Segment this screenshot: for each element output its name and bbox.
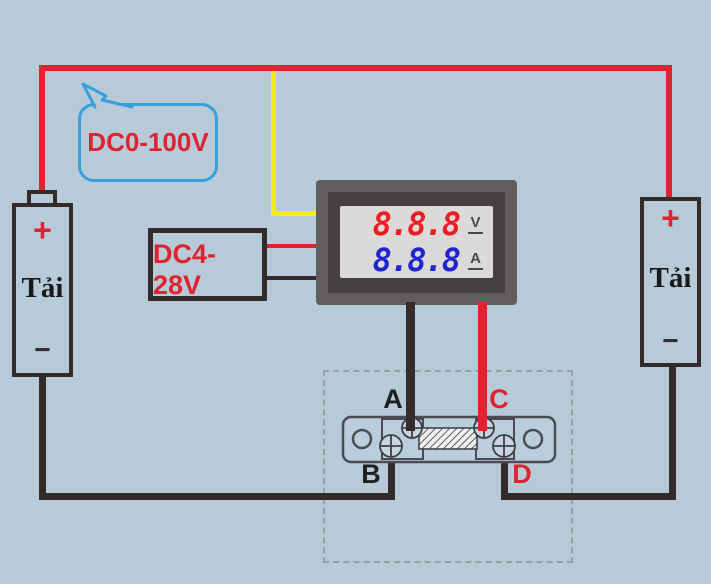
shunt-dashed-outline xyxy=(323,370,573,563)
right-load: + Tải − xyxy=(640,197,701,367)
callout-tail xyxy=(81,82,134,109)
shunt-hole-right xyxy=(522,428,544,450)
wire-black-bottom-left-run xyxy=(39,493,395,500)
wire-black-bottom-right-run xyxy=(501,493,676,500)
wire-yellow-sense-vertical xyxy=(271,71,276,214)
wire-black-meter-to-shunt-a xyxy=(406,302,415,431)
wire-red-positive-right-drop xyxy=(666,65,672,199)
wire-red-positive-top xyxy=(39,65,672,71)
voltage-range-callout: DC0-100V xyxy=(78,103,218,182)
wire-black-shunt-d-drop xyxy=(501,450,508,500)
amp-row: 8.8.8 A xyxy=(340,242,493,278)
terminal-label-a: A xyxy=(383,384,403,414)
wire-red-power-to-meter xyxy=(264,244,318,248)
amp-reading: 8.8.8 xyxy=(372,241,461,279)
right-load-label: Tải xyxy=(649,262,692,294)
wire-red-positive-left-drop xyxy=(39,65,45,194)
terminal-label-c: C xyxy=(489,384,509,414)
left-load-minus: − xyxy=(34,334,51,365)
volt-reading: 8.8.8 xyxy=(372,205,461,243)
right-load-minus: − xyxy=(662,325,679,356)
left-load-plus: + xyxy=(33,212,52,248)
left-load: + Tải − xyxy=(12,203,73,377)
left-load-label: Tải xyxy=(21,272,64,304)
terminal-label-d: D xyxy=(512,459,532,489)
amp-unit-label: A xyxy=(468,250,483,270)
voltage-range-label: DC0-100V xyxy=(87,127,209,157)
volt-amp-meter: 8.8.8 V 8.8.8 A xyxy=(316,180,517,305)
wire-black-shunt-b-drop xyxy=(388,450,395,500)
volt-unit-label: V xyxy=(468,214,483,234)
shunt-hole-left xyxy=(351,428,373,450)
wire-black-right-load-drop xyxy=(669,365,676,500)
wire-black-power-to-meter xyxy=(264,276,318,280)
wire-black-left-load-drop xyxy=(39,375,46,500)
meter-display: 8.8.8 V 8.8.8 A xyxy=(340,206,493,278)
power-supply-range-box: DC4-28V xyxy=(148,228,267,301)
volt-row: 8.8.8 V xyxy=(340,206,493,242)
power-supply-range-label: DC4-28V xyxy=(153,238,217,300)
wire-red-meter-to-shunt-c xyxy=(478,302,487,431)
right-load-plus: + xyxy=(661,200,680,236)
shunt-element-hatch xyxy=(419,428,477,449)
meter-bezel: 8.8.8 V 8.8.8 A xyxy=(328,192,505,293)
wire-yellow-sense-horizontal xyxy=(271,211,319,216)
terminal-label-b: B xyxy=(361,459,381,489)
